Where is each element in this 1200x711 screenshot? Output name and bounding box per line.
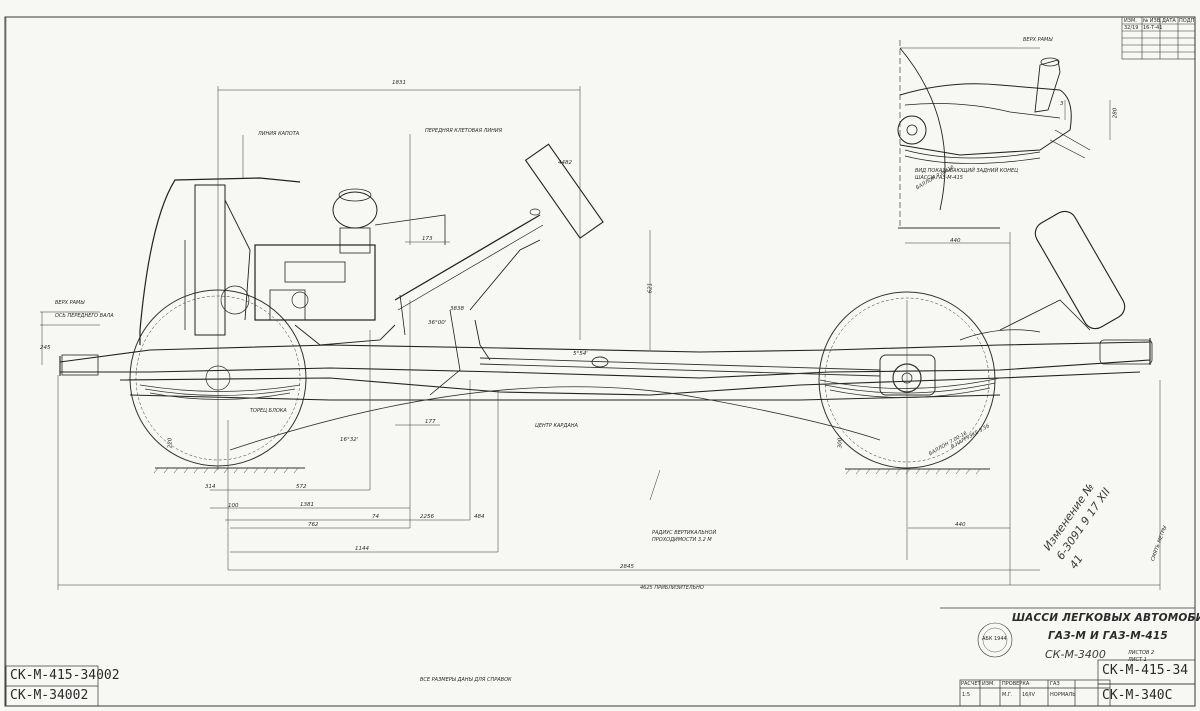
code-left-1: СК-М-415-34002 [10,668,120,683]
rear-spare [959,210,1126,341]
rev-head-1: ИЗМ. [1124,18,1137,24]
tb-h2: ИЗМ. [982,681,995,687]
ground-lines [155,227,1000,470]
dim-16-32: 16°32' [340,437,359,443]
title-block [940,607,1196,707]
leaf-springs [139,377,1001,400]
tb-h1: РАСЧЕТ [961,681,981,687]
front-axle-axis-label: ОСЬ ПЕРЕДНЕГО ВАЛА [55,313,114,319]
dim-2845: 2845 [620,564,634,570]
driveshaft [479,356,881,377]
dim-762: 762 [308,522,319,528]
dim-1144: 1144 [355,546,369,552]
dimension-lines [40,47,1161,590]
frame-top-label: ВЕРХ РАМЫ [1023,37,1053,43]
dims-note-label: ВСЕ РАЗМЕРЫ ДАНЫ ДЛЯ СПРАВОК [420,677,512,683]
dim-177: 177 [425,419,436,425]
front-wall-label: ПЕРЕДНЯЯ КЛЕТОВАЯ ЛИНИЯ [425,128,503,134]
tb-h4: ГАЗ [1050,681,1060,687]
dim-4482: 4482 [558,160,572,166]
code-left-2: СК-М-34002 [10,688,89,703]
rev-head-4: ПОДП. [1179,18,1196,24]
dim-621: 621 [647,282,654,294]
sheet-note: ЛИСТОВ 2 ЛИСТ 1 [1128,650,1155,663]
steering [394,143,604,396]
dim-36: 36°00' [428,320,447,326]
dim-245: 245 [40,345,51,351]
rev-head-2: № ИЗВ. [1143,18,1162,24]
dim-3: 3 [1060,101,1064,107]
dim-440-top: 440 [950,238,961,244]
dim-74: 74 [372,514,379,520]
dim-2256: 2256 [420,514,434,520]
sheet-border [4,16,1196,707]
clearance-arc [229,386,881,451]
code-right-1: СК-М-415-34 [1102,663,1189,678]
dim-5-54: 5°54' [573,351,588,357]
tb-v1: 1:5 [962,692,971,698]
rev-row1-1: 32/19 [1124,25,1139,31]
title-line-1: ШАССИ ЛЕГКОВЫХ АВТОМОБИЛЕЙ [1012,612,1200,624]
rear-end-caption: ВИД ПОКАЗЫВАЮЩИЙ ЗАДНИЙ КОНЕЦ ШАССИ ГАЗ-… [915,168,1019,181]
dim-440: 440 [955,522,966,528]
cardan-center-label: ЦЕНТР КАРДАНА [535,423,578,429]
dim-484: 484 [474,514,485,520]
dim-3838: 3838 [450,306,464,312]
left-code-box [5,665,99,707]
rear-end-inset [897,40,1091,228]
ground-hatch [153,467,981,475]
frame-top-left-label: ВЕРХ РАМЫ [55,300,85,306]
dim-1381: 1381 [300,502,314,508]
tb-v2: 16/IV [1022,692,1035,698]
engine [184,184,446,346]
dim-1831: 1831 [392,80,406,86]
tb-v4: НОРМАЛЬ [1050,692,1076,698]
dim-314: 314 [205,484,216,490]
approval-stamp: АБК 1944 [982,636,1007,642]
rev-row1-2: 16-Т-41 [1143,25,1163,31]
hood-line-label: ЛИНИЯ КАПОТА [258,131,300,137]
block-end-label: ТОРЕЦ БЛОКА [250,408,287,414]
dim-100: 100 [228,503,239,509]
rev-head-3: ДАТА [1162,18,1176,24]
title-line-2: ГАЗ-М И ГАЗ-М-415 [1048,630,1168,642]
dim-300: 300 [837,437,844,449]
dim-280: 280 [1112,107,1119,119]
dim-572: 572 [296,484,307,490]
tb-v3: М.Г. [1002,692,1013,698]
dim-173: 173 [422,236,433,242]
code-right-2: СК-М-340С [1102,688,1173,703]
hood-outline [139,177,301,345]
approx-length-label: 4625 ПРИБЛИЗИТЕЛЬНО [640,585,704,591]
revision-table [1121,16,1196,60]
turning-radius-label: РАДИУС ВЕРТИКАЛЬНОЙ ПРОХОДИМОСТИ 3.2 М [652,530,717,543]
dim-220: 220 [167,437,174,449]
tb-h3: ПРОВЕРКА [1002,681,1030,687]
sheet-ref: СК-М-3400 [1045,648,1106,661]
